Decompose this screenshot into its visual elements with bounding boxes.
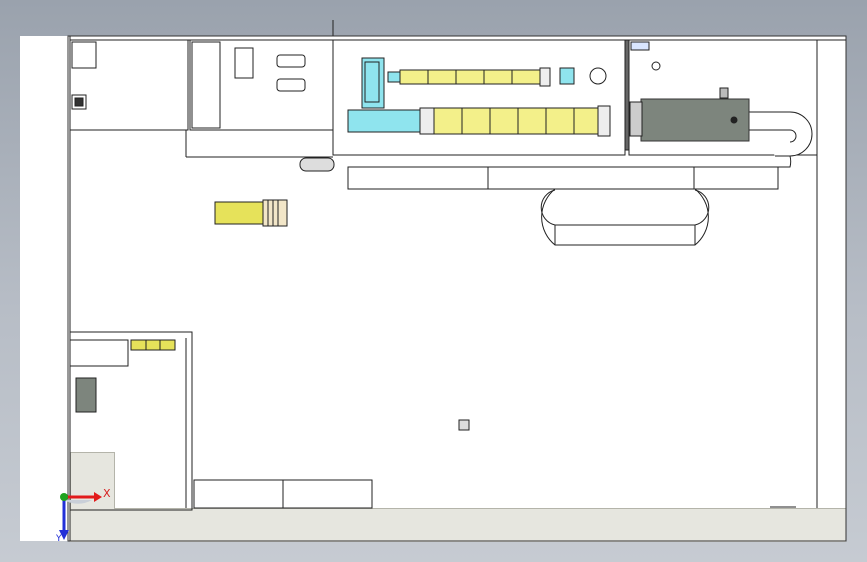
office-block: [69, 331, 193, 511]
oval-loop-outer: [541, 188, 709, 246]
room-top-left: [69, 39, 189, 131]
pump-unit: [559, 67, 575, 85]
wc-block: [71, 41, 97, 69]
coordinate-triad: [59, 492, 102, 540]
y-axis-label: Y: [56, 534, 62, 544]
conveyor-end-cap: [539, 67, 551, 87]
conveyor-joint: [778, 155, 792, 168]
upper-yellow-conveyor: [399, 69, 541, 85]
valve-wheel: [589, 67, 607, 85]
forklift-pallet: [262, 199, 288, 227]
office-cabinet: [75, 377, 97, 413]
kiln-door: [629, 101, 643, 137]
fixture-dot: [74, 97, 84, 107]
tank-1: [276, 54, 306, 68]
room-second-closet: [191, 41, 221, 129]
floor-area: [70, 508, 846, 542]
right-duct-loop-inner: [749, 129, 797, 143]
oval-loop-inner: [540, 189, 710, 226]
right-duct-loop-outer: [749, 111, 813, 157]
yellow-shelf: [130, 339, 176, 351]
cyan-machine-inner: [364, 61, 380, 103]
outer-wall: [67, 35, 847, 542]
lower-yellow-conveyor: [419, 107, 601, 135]
tank-2: [276, 78, 306, 92]
partition-wall: [624, 39, 630, 151]
kiln-port: [730, 116, 738, 124]
machine-unit: [234, 47, 254, 79]
z-axis-dot: [60, 493, 68, 501]
forklift[interactable]: [214, 201, 264, 225]
kiln-room: [628, 39, 818, 156]
control-panel: [630, 41, 650, 51]
upper-duct: [387, 71, 401, 83]
x-axis-label: X: [103, 487, 111, 500]
fan-icon: [651, 61, 661, 71]
kiln-vent: [719, 87, 729, 99]
long-conveyor: [347, 166, 779, 190]
lower-duct: [347, 109, 421, 133]
office-desk: [69, 339, 129, 367]
room-second: [189, 39, 334, 131]
column-marker: [458, 419, 470, 431]
capsule-tank: [299, 157, 335, 172]
